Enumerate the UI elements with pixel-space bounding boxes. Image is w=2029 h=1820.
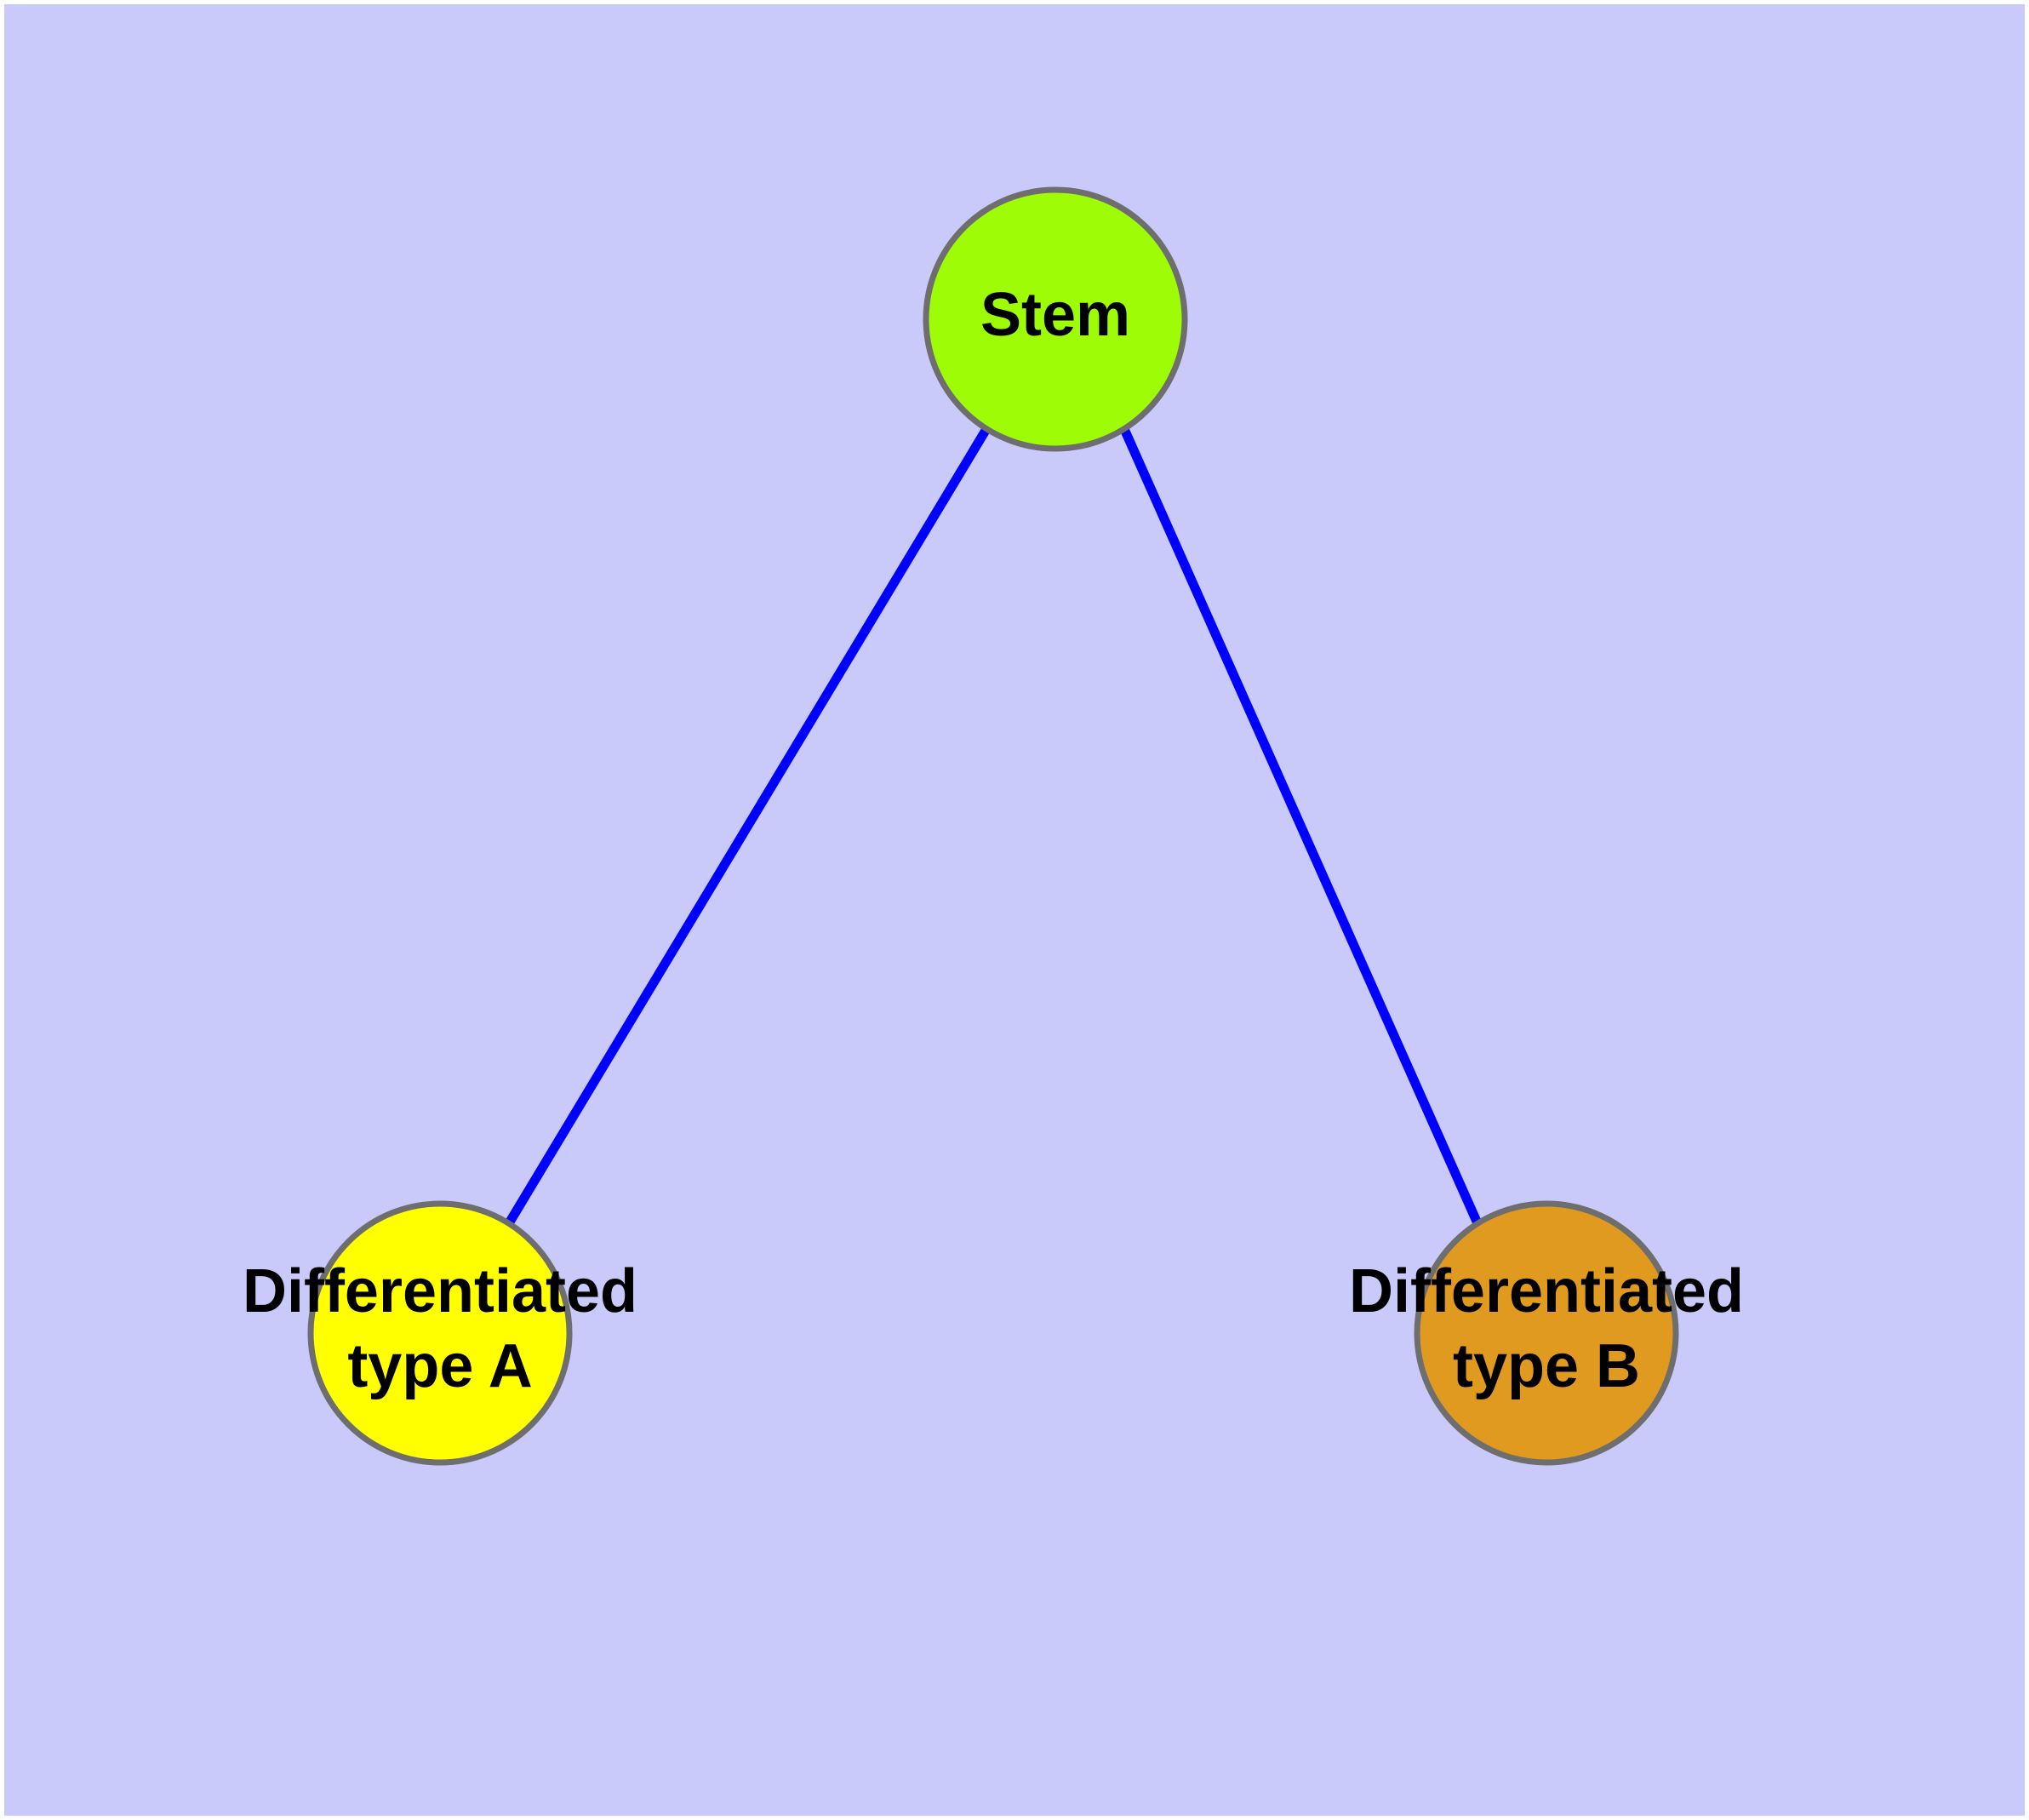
node-label-line: Stem	[980, 281, 1130, 349]
graph-node-diff_a[interactable]	[307, 1200, 573, 1466]
node-label-stem: Stem	[980, 281, 1130, 349]
node-label-line: type A	[347, 1332, 532, 1400]
graph-edge[interactable]	[1119, 426, 1483, 1226]
node-label-diff_a: Differentiated type A	[243, 1257, 637, 1400]
node-label-line: type B	[1453, 1332, 1640, 1400]
nodes-layer	[307, 186, 1679, 1466]
graph-node-diff_b[interactable]	[1414, 1200, 1679, 1466]
node-label-line: Differentiated	[243, 1257, 637, 1325]
graph-edge[interactable]	[505, 426, 991, 1226]
graph-node-stem[interactable]	[923, 186, 1188, 452]
node-label-diff_b: Differentiated type B	[1349, 1257, 1744, 1400]
edges-layer	[505, 426, 1483, 1226]
node-label-line: Differentiated	[1349, 1257, 1744, 1325]
